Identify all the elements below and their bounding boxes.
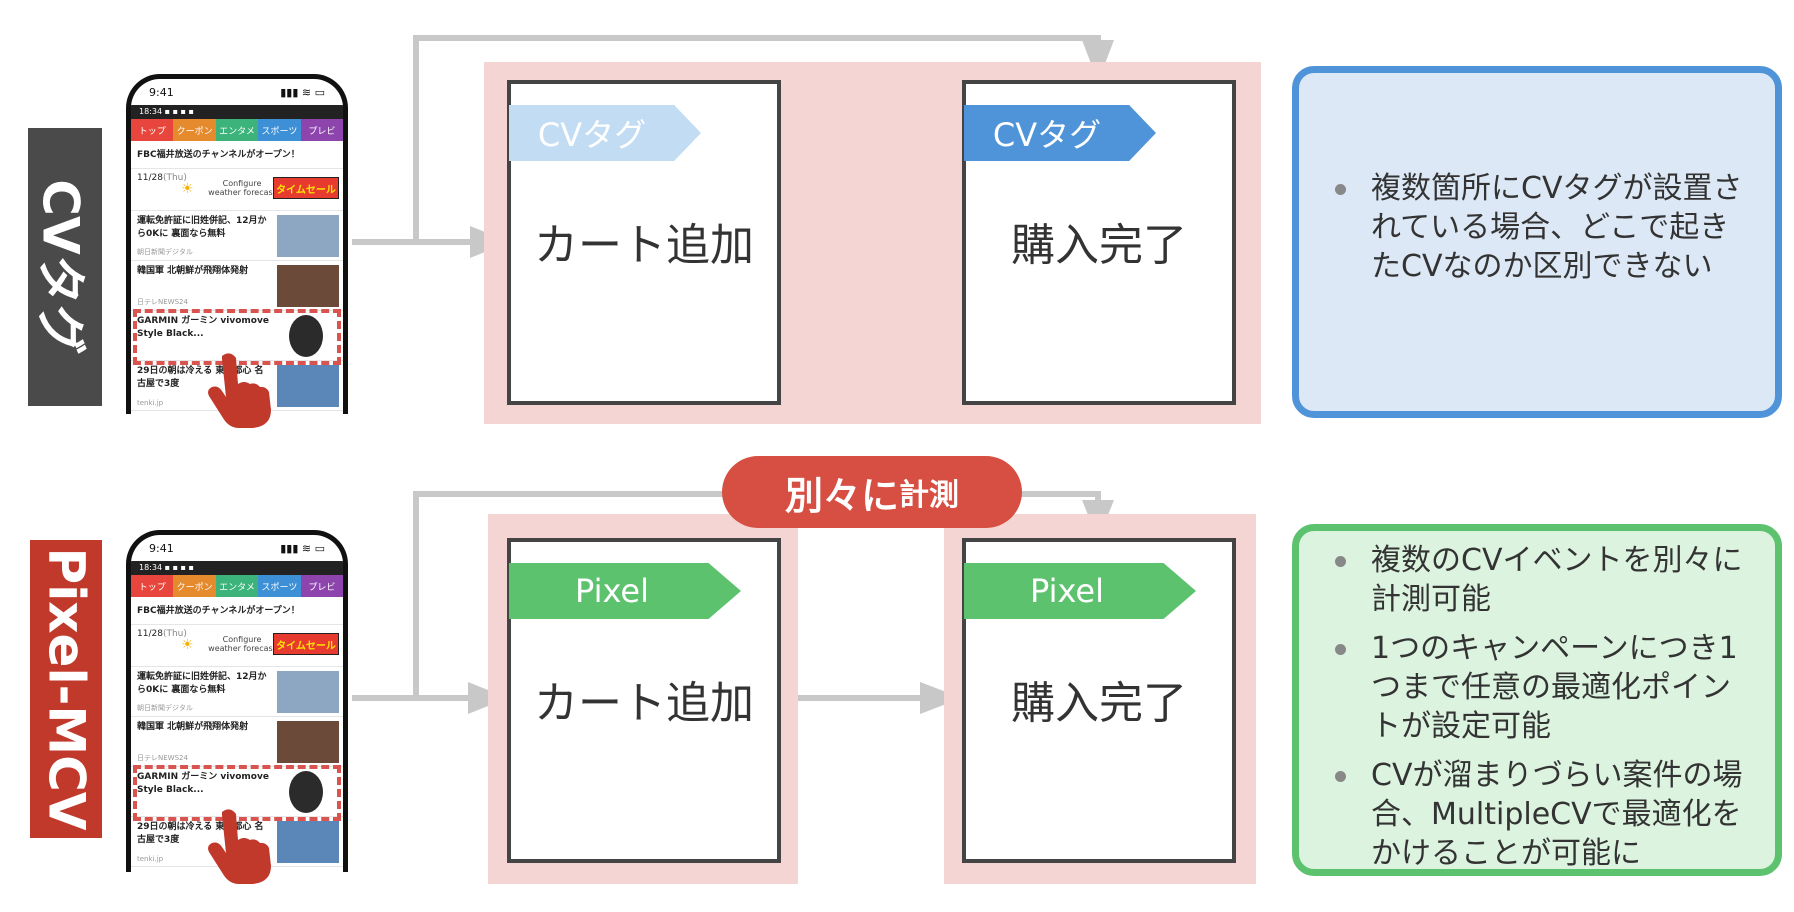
news-title: 運転免許証に旧姓併記、12月から0Kに 裏面なら無料 [137,216,267,239]
info-box-pixel-mcv: 複数のCVイベントを別々に計測可能 1つのキャンペーンにつき1つまで任意の最適化ポ… [1292,524,1782,876]
news-source: 朝日新聞デジタル [137,704,193,712]
news-item[interactable]: GARMIN ガーミン vivomove Style Black... [131,767,343,817]
step-label-purchase: 購入完了 [1011,220,1187,271]
status-time: 9:41 [149,541,174,555]
weather-text: Configure weather forecast [208,179,276,197]
news-thumbnail [277,365,339,407]
cv-tag-ribbon: CVタグ [964,105,1156,161]
weather-text: Configure weather forecast [208,635,276,653]
news-thumbnail [277,265,339,307]
step-label-cart: カート追加 [534,678,754,729]
tap-hand-icon [208,353,271,428]
time-sale-badge: タイムセール [273,633,339,655]
phone-tab-bar: トップクーポンエンタメスポーツプレビ [131,119,343,141]
phone-status-bar: 9:41 ▮▮▮ ≋ ▭ [131,535,343,561]
news-title: 韓国軍 北朝鮮が飛翔体発射 [137,722,249,732]
phone-tab[interactable]: エンタメ [215,575,259,597]
phone-banner: FBC福井放送のチャンネルがオープン！ [131,141,343,169]
news-item[interactable]: 韓国軍 北朝鮮が飛翔体発射日テレNEWS24 [131,717,343,767]
news-item[interactable]: 29日の朝は冷える 東京都心 名古屋で3度 tenki.jp [131,817,343,867]
time-sale-badge: タイムセール [273,177,339,199]
phone-tab[interactable]: スポーツ [258,119,301,141]
row-label-cvtag: CVタグ [28,128,102,406]
news-item[interactable]: 運転免許証に旧姓併記、12月から0Kに 裏面なら無料朝日新聞デジタル [131,211,343,261]
news-source: tenki.jp [137,399,164,407]
news-item[interactable]: 運転免許証に旧姓併記、12月から0Kに 裏面なら無料朝日新聞デジタル [131,667,343,717]
row-label-text: Pixel-MCV [37,547,96,831]
phone-tab[interactable]: プレビ [300,119,343,141]
bullet-item: 1つのキャンペーンにつき1つまで任意の最適化ポイントが設定可能 [1299,629,1775,746]
news-source: 日テレNEWS24 [137,754,188,762]
weather-date: 11/28 [137,629,163,639]
news-source: 朝日新聞デジタル [137,248,193,256]
sun-icon: ☀ [181,637,194,653]
phone-tab[interactable]: トップ [131,575,174,597]
phone-status-bar: 9:41 ▮▮▮ ≋ ▭ [131,79,343,105]
sun-icon: ☀ [181,181,194,197]
phone-system-bar: 18:34 ▪ ▪ ▪ ▪ [131,561,343,575]
bullet-item: 複数箇所にCVタグが設置されている場合、どこで起きたCVなのか区別できない [1299,169,1775,286]
weather-day: (Thu) [162,629,187,639]
phone-tab[interactable]: クーポン [173,119,216,141]
step-label-cart: カート追加 [534,220,754,271]
pixel-tag-ribbon: Pixel [509,563,741,619]
news-title: GARMIN ガーミン vivomove Style Black... [137,772,269,795]
news-thumbnail [277,215,339,257]
phone-tab[interactable]: スポーツ [258,575,301,597]
news-title: 29日の朝は冷える 東京都心 名古屋で3度 [137,366,264,389]
news-source: 日テレNEWS24 [137,298,188,306]
news-title: 運転免許証に旧姓併記、12月から0Kに 裏面なら無料 [137,672,267,695]
info-box-cvtag: 複数箇所にCVタグが設置されている場合、どこで起きたCVなのか区別できない [1292,66,1782,418]
step-box-purchase-cvtag: CVタグ 購入完了 [962,80,1236,405]
news-source: tenki.jp [137,855,164,863]
news-item[interactable]: GARMIN ガーミン vivomove Style Black... [131,311,343,361]
news-thumbnail [277,721,339,763]
phone-system-bar: 18:34 ▪ ▪ ▪ ▪ [131,105,343,119]
phone-banner: FBC福井放送のチャンネルがオープン！ [131,597,343,625]
news-thumbnail [289,771,323,813]
phone-tab[interactable]: プレビ [300,575,343,597]
step-box-cart-cvtag: CVタグ カート追加 [507,80,781,405]
step-box-cart-pixel: Pixel カート追加 [507,538,781,863]
step-box-purchase-pixel: Pixel 購入完了 [962,538,1236,863]
tap-hand-icon [208,809,271,884]
news-thumbnail [289,315,323,357]
news-title: 29日の朝は冷える 東京都心 名古屋で3度 [137,822,264,845]
separate-measure-badge: 別々に計測 [722,456,1022,528]
news-item[interactable]: 韓国軍 北朝鮮が飛翔体発射日テレNEWS24 [131,261,343,311]
status-icons: ▮▮▮ ≋ ▭ [280,85,325,99]
phone-tab[interactable]: トップ [131,119,174,141]
news-title: 韓国軍 北朝鮮が飛翔体発射 [137,266,249,276]
weather-date: 11/28 [137,173,163,183]
tap-highlight-frame [133,765,341,821]
phone-tab[interactable]: エンタメ [215,119,259,141]
row-label-text: CVタグ [32,179,91,355]
news-thumbnail [277,671,339,713]
row-label-pixel-mcv: Pixel-MCV [30,540,102,838]
status-icons: ▮▮▮ ≋ ▭ [280,541,325,555]
cv-tag-ribbon: CVタグ [509,105,701,161]
phone-tab[interactable]: クーポン [173,575,216,597]
weather-day: (Thu) [162,173,187,183]
phone-tab-bar: トップクーポンエンタメスポーツプレビ [131,575,343,597]
bullet-item: CVが溜まりづらい案件の場合、MultipleCVで最適化をかけることが可能に [1299,756,1775,873]
step-label-purchase: 購入完了 [1011,678,1187,729]
phone-mockup-bottom: 9:41 ▮▮▮ ≋ ▭ 18:34 ▪ ▪ ▪ ▪トップクーポンエンタメスポーツプ… [126,530,348,872]
pixel-tag-ribbon: Pixel [964,563,1196,619]
bullet-item: 複数のCVイベントを別々に計測可能 [1299,541,1775,619]
status-time: 9:41 [149,85,174,99]
tap-highlight-frame [133,309,341,365]
news-title: GARMIN ガーミン vivomove Style Black... [137,316,269,339]
news-thumbnail [277,821,339,863]
